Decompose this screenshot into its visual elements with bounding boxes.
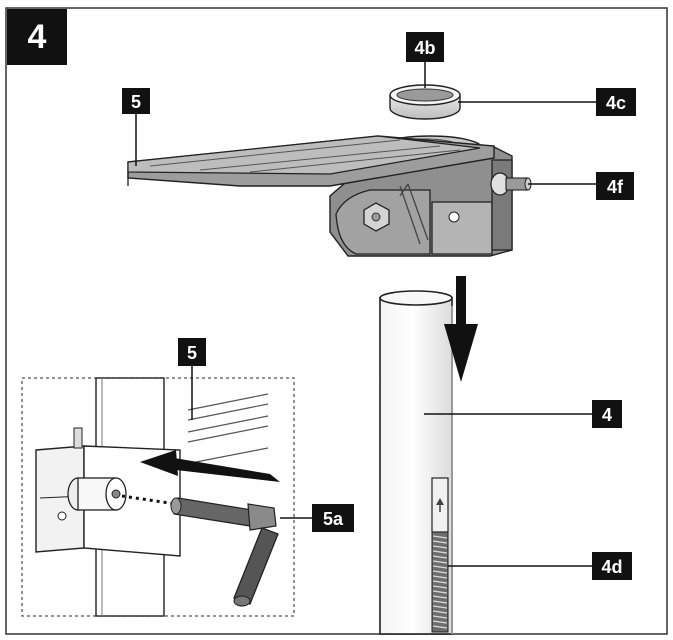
rack-tooth xyxy=(432,590,448,594)
rack-tooth xyxy=(432,605,448,609)
rack-tooth xyxy=(432,580,448,584)
rack-tooth xyxy=(432,545,448,549)
rack-tooth xyxy=(432,550,448,554)
callout-ring: 4b xyxy=(406,32,444,62)
rack-tooth xyxy=(432,560,448,564)
callout-ring-right-text: 4c xyxy=(606,93,626,113)
rack-tooth xyxy=(432,595,448,599)
callout-rack: 4d xyxy=(592,552,632,580)
rack-tooth xyxy=(432,585,448,589)
rack-tooth xyxy=(432,600,448,604)
rack-tooth xyxy=(432,610,448,614)
rack-tooth xyxy=(432,540,448,544)
down-arrow xyxy=(444,276,478,382)
callout-inset-table-text: 5 xyxy=(187,343,197,363)
gear-rack xyxy=(431,477,449,633)
rack-tooth xyxy=(432,575,448,579)
rack-tooth xyxy=(432,565,448,569)
rack-tooth xyxy=(432,625,448,629)
step-number-badge: 4 xyxy=(7,9,67,65)
rack-tooth xyxy=(432,535,448,539)
callout-column: 4 xyxy=(592,400,622,428)
callout-clamp-shaft: 4f xyxy=(596,172,634,200)
rack-tooth xyxy=(432,620,448,624)
callout-inset-lever: 5a xyxy=(312,504,354,532)
callout-column-text: 4 xyxy=(602,405,612,425)
callout-ring-text: 4b xyxy=(414,38,435,58)
callout-rack-text: 4d xyxy=(601,557,622,577)
callout-ring-right: 4c xyxy=(596,88,636,116)
callout-clamp-shaft-text: 4f xyxy=(607,177,624,197)
rack-tooth xyxy=(432,555,448,559)
callout-inset-lever-text: 5a xyxy=(323,509,344,529)
callout-inset-table: 5 xyxy=(178,338,206,366)
inset-detail xyxy=(21,377,295,617)
step-number: 4 xyxy=(28,18,47,56)
leader-lines xyxy=(135,62,596,567)
locking-ring xyxy=(389,84,461,120)
rack-tooth xyxy=(432,570,448,574)
callout-table: 5 xyxy=(122,88,150,114)
rack-tooth xyxy=(432,615,448,619)
callout-table-text: 5 xyxy=(131,92,141,112)
work-table-bracket xyxy=(127,135,532,257)
